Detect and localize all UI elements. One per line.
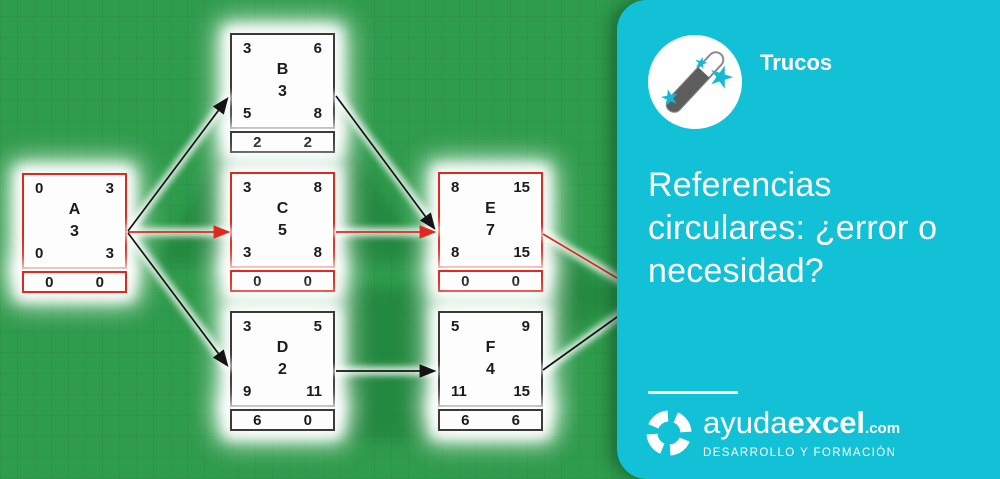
magic-wand-badge: ★ ★ ★ (648, 35, 742, 129)
lifering-icon (646, 410, 692, 456)
early-start: 8 (451, 179, 460, 196)
late-start: 3 (243, 244, 252, 261)
logo-tagline: DESARROLLO Y FORMACIÓN (703, 447, 897, 459)
early-finish: 5 (313, 318, 322, 335)
late-finish: 8 (313, 105, 322, 122)
slack-left: 0 (461, 272, 470, 290)
magic-wand-icon: ★ ★ ★ (658, 51, 739, 113)
late-start: 0 (35, 245, 44, 262)
slack-right: 0 (95, 273, 104, 291)
promo-panel: ★ ★ ★ Trucos Referencias circulares: ¿er… (617, 0, 1000, 479)
early-finish: 15 (513, 179, 530, 196)
post-title: Referencias circulares: ¿error o necesid… (648, 166, 938, 290)
activity-duration: 7 (486, 222, 495, 239)
activity-duration: 3 (278, 83, 287, 100)
ayudaexcel-logo: ayudaexcel.com DESARROLLO Y FORMACIÓN (644, 405, 901, 459)
slack-left: 2 (253, 133, 262, 151)
late-start: 11 (451, 383, 467, 400)
late-finish: 15 (513, 383, 530, 400)
activity-id: D (276, 339, 289, 356)
slack-left: 0 (253, 272, 262, 290)
node-main-box: 5 9 F 4 11 15 (438, 311, 543, 407)
early-finish: 6 (313, 40, 322, 57)
slack-right: 0 (303, 411, 312, 429)
slack-left: 6 (461, 411, 470, 429)
activity-duration: 2 (278, 361, 287, 378)
early-start: 3 (243, 40, 252, 57)
arrow-e-end (542, 233, 623, 282)
early-start: 3 (243, 318, 252, 335)
divider (648, 391, 738, 394)
early-finish: 3 (105, 180, 114, 197)
slack-right: 0 (511, 272, 520, 290)
activity-duration: 3 (70, 223, 79, 240)
slack-right: 2 (303, 133, 312, 151)
early-finish: 9 (521, 318, 530, 335)
logo-tld: .com (865, 420, 901, 437)
activity-id: B (276, 61, 289, 78)
early-start: 3 (243, 179, 252, 196)
slack-left: 6 (253, 411, 262, 429)
logo-wordmark: ayudaexcel.com (703, 405, 901, 444)
late-start: 8 (451, 244, 460, 261)
late-finish: 8 (313, 244, 322, 261)
node-main-box: 8 15 E 7 8 15 (438, 172, 543, 268)
early-start: 5 (451, 318, 460, 335)
slack-right: 6 (511, 411, 520, 429)
category-badge: Trucos (760, 50, 833, 75)
arrow-f-end (542, 311, 625, 371)
node-main-box: 3 5 D 2 9 11 (230, 311, 335, 407)
node-main-box: 3 8 C 5 3 8 (230, 172, 335, 268)
activity-id: A (68, 201, 81, 218)
late-start: 9 (243, 383, 252, 400)
logo-ayuda: ayuda (703, 405, 788, 440)
early-finish: 8 (313, 179, 322, 196)
node-main-box: 3 6 B 3 5 8 (230, 33, 335, 129)
activity-id: E (485, 200, 496, 217)
late-finish: 3 (105, 245, 114, 262)
early-start: 0 (35, 180, 44, 197)
activity-duration: 5 (278, 222, 287, 239)
activity-id: F (485, 339, 496, 356)
late-start: 5 (243, 105, 252, 122)
slack-right: 0 (303, 272, 312, 290)
late-finish: 15 (513, 244, 530, 261)
arrow-a-d (127, 232, 229, 368)
slack-left: 0 (45, 273, 54, 291)
arrow-a-b (127, 96, 229, 232)
arrow-b-e (335, 95, 436, 231)
activity-id: C (276, 200, 289, 217)
activity-duration: 4 (486, 361, 495, 378)
star-small-icon: ★ (692, 54, 710, 74)
late-finish: 11 (306, 383, 322, 400)
logo-excel: excel (787, 405, 866, 440)
node-main-box: 0 3 A 3 0 3 (22, 173, 127, 269)
